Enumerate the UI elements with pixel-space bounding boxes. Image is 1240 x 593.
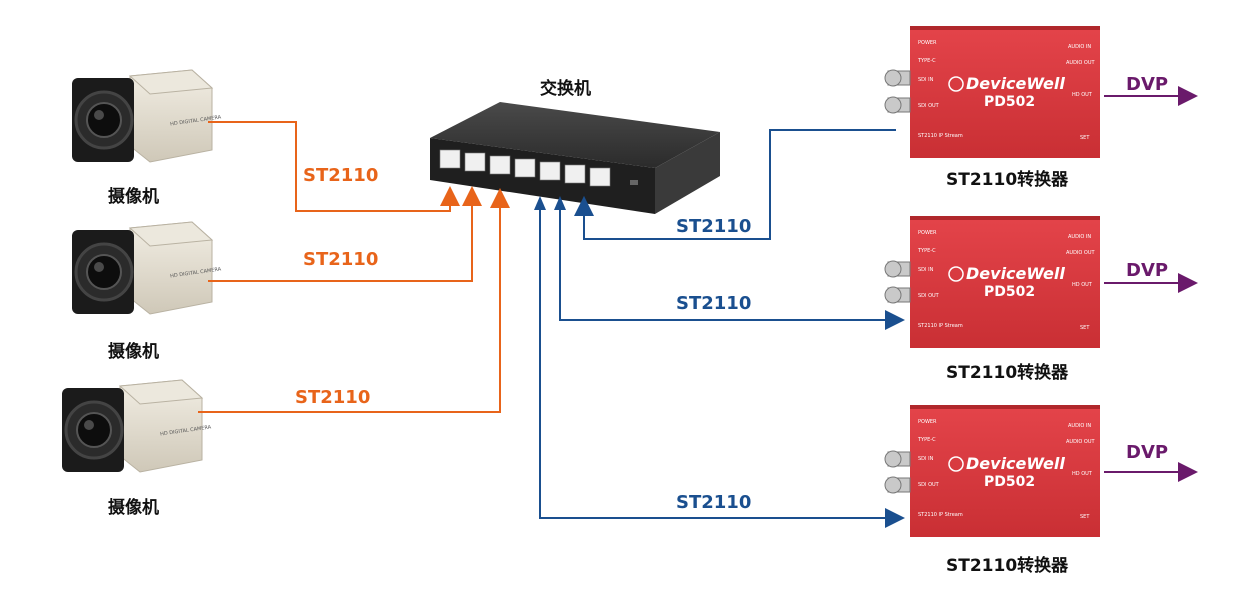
converter-2-device	[884, 216, 1100, 348]
camera-3-link-label: ST2110	[295, 387, 371, 408]
converter-3-audio-out: AUDIO OUT	[1066, 439, 1095, 445]
camera-2-link-label: ST2110	[303, 249, 379, 270]
converter-2-brand: DeviceWell	[966, 264, 1065, 283]
converter-2-sdi-in: SDI IN	[918, 267, 934, 273]
converter-1-model: PD502	[984, 94, 1036, 110]
converter-1-link-label: ST2110	[676, 216, 752, 237]
camera-1-link-line	[208, 121, 460, 212]
camera-2	[72, 221, 214, 315]
converter-1-sdi-in: SDI IN	[918, 77, 934, 83]
converter-1-set: SET	[1080, 135, 1090, 141]
converter-1-link-line	[574, 129, 896, 240]
converter-3-model: PD502	[984, 474, 1036, 490]
converter-2-output-label: DVP	[1126, 260, 1169, 281]
converter-1-caption: ST2110转换器	[946, 170, 1069, 190]
converter-1-brand: DeviceWell	[966, 74, 1065, 93]
converter-2-model: PD502	[984, 284, 1036, 300]
converter-1-audio-out: AUDIO OUT	[1066, 60, 1095, 66]
converter-1-hd-out: HD OUT	[1072, 92, 1092, 98]
converter-1-device	[884, 26, 1100, 158]
converter-2-sdi-out: SDI OUT	[918, 293, 939, 299]
switch-label: 交换机	[540, 79, 591, 99]
network-switch	[430, 102, 720, 214]
camera-2-link-line	[208, 186, 482, 282]
converter-3-device	[884, 405, 1100, 537]
camera-3	[62, 379, 204, 473]
converter-2-hd-out: HD OUT	[1072, 282, 1092, 288]
converter-2-typec: TYPE-C	[918, 248, 936, 254]
converter-3-caption: ST2110转换器	[946, 556, 1069, 576]
converter-3-typec: TYPE-C	[918, 437, 936, 443]
converter-2-link-line	[559, 206, 905, 330]
converter-3-ip: ST2110 IP Stream	[918, 512, 963, 518]
converter-2-set: SET	[1080, 325, 1090, 331]
camera-1-label: 摄像机	[108, 187, 159, 207]
converter-3-sdi-in: SDI IN	[918, 456, 934, 462]
converter-2-caption: ST2110转换器	[946, 363, 1069, 383]
converter-2-link-label: ST2110	[676, 293, 752, 314]
camera-1-link-label: ST2110	[303, 165, 379, 186]
camera-1	[72, 69, 214, 163]
camera-2-label: 摄像机	[108, 342, 159, 362]
converter-3-hd-out: HD OUT	[1072, 471, 1092, 477]
converter-1-typec: TYPE-C	[918, 58, 936, 64]
converter-2-audio-in: AUDIO IN	[1068, 234, 1092, 240]
converter-2-power: POWER	[918, 230, 937, 236]
converter-1-power: POWER	[918, 40, 937, 46]
converter-1-sdi-out: SDI OUT	[918, 103, 939, 109]
converter-3-set: SET	[1080, 514, 1090, 520]
camera-3-label: 摄像机	[108, 498, 159, 518]
converter-3-output-label: DVP	[1126, 442, 1169, 463]
converter-3-sdi-out: SDI OUT	[918, 482, 939, 488]
converter-3-link-line	[539, 202, 905, 528]
converter-3-brand: DeviceWell	[966, 454, 1065, 473]
camera-3-link-line	[198, 188, 510, 413]
converter-1-audio-in: AUDIO IN	[1068, 44, 1092, 50]
converter-3-audio-in: AUDIO IN	[1068, 423, 1092, 429]
converter-2-ip: ST2110 IP Stream	[918, 323, 963, 329]
converter-3-link-label: ST2110	[676, 492, 752, 513]
converter-2-audio-out: AUDIO OUT	[1066, 250, 1095, 256]
converter-1-ip: ST2110 IP Stream	[918, 133, 963, 139]
converter-1-output-label: DVP	[1126, 74, 1169, 95]
converter-3-power: POWER	[918, 419, 937, 425]
